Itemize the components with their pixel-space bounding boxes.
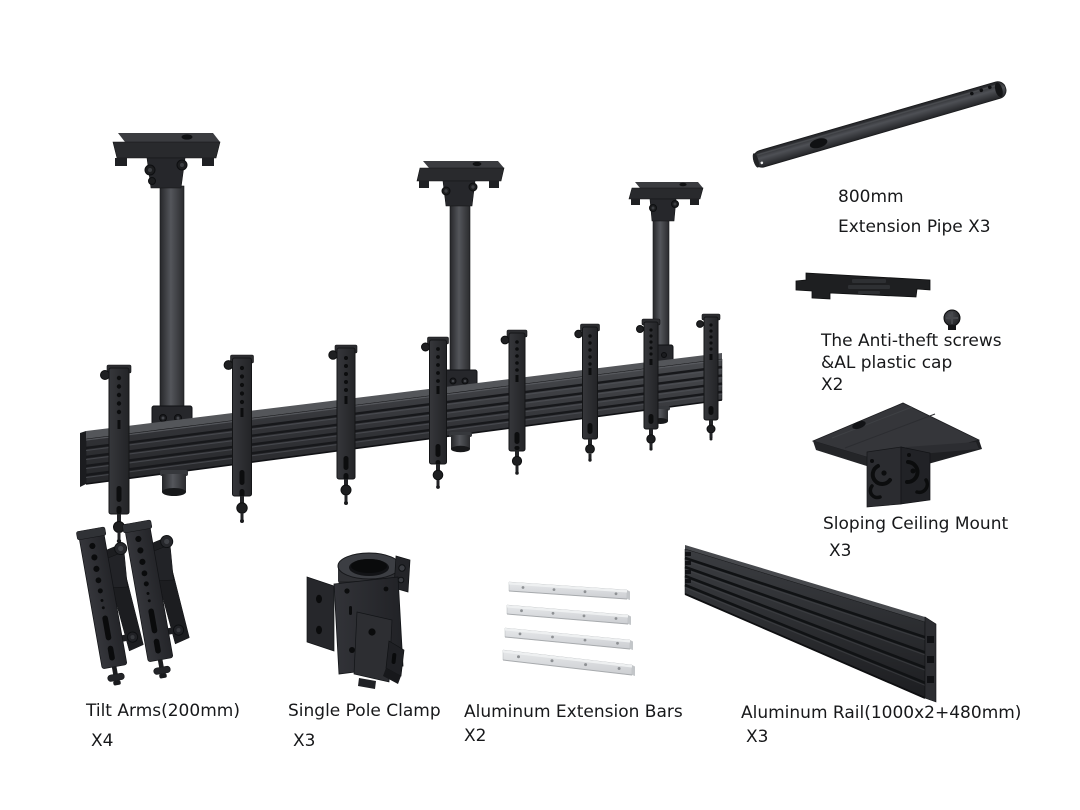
label-anti-theft-line1: The Anti-theft screws (821, 331, 1002, 351)
label-extension-bars: Aluminum Extension Bars X2 (464, 701, 683, 747)
pole-stub-2 (449, 432, 472, 453)
label-aluminum-rail-qty: X3 (746, 727, 769, 747)
label-pole-clamp-qty: X3 (293, 731, 316, 751)
label-extension-pipe-name: Extension Pipe X3 (838, 217, 991, 237)
label-sloping-mount-qty: X3 (829, 541, 852, 561)
rail-bracket-5 (500, 329, 528, 475)
rail-bracket-4 (421, 336, 449, 489)
aluminum-extension-bars-illustration (502, 581, 635, 676)
label-pole-clamp-name: Single Pole Clamp (288, 701, 441, 721)
extension-bar-4 (502, 649, 635, 676)
label-extension-pipe-size: 800mm (838, 187, 904, 207)
label-aluminum-rail-name: Aluminum Rail(1000x2+480mm) (741, 703, 1022, 723)
label-extension-bars-name: Aluminum Extension Bars (464, 702, 683, 722)
rail-bracket-8 (696, 313, 721, 441)
tilt-arms-illustration (75, 516, 197, 688)
label-anti-theft-qty: X2 (821, 375, 844, 395)
sloping-ceiling-mount-illustration (811, 402, 982, 508)
extension-bar-3 (504, 627, 633, 650)
extension-bar-2 (506, 604, 631, 625)
label-anti-theft-line2: &AL plastic cap (821, 353, 953, 373)
extension-bar-1 (508, 581, 630, 600)
rail-bracket-6 (574, 323, 600, 462)
label-sloping-mount: Sloping Ceiling Mount X3 (823, 513, 1008, 562)
rail-bracket-1 (100, 364, 132, 544)
label-sloping-mount-name: Sloping Ceiling Mount (823, 514, 1009, 534)
anti-theft-screw-icon (943, 309, 961, 330)
rail-bracket-3 (328, 344, 358, 505)
label-aluminum-rail: Aluminum Rail(1000x2+480mm) X3 (741, 702, 1021, 748)
anti-theft-cap-illustration (795, 272, 961, 330)
label-tilt-arms-qty: X4 (91, 731, 114, 751)
aluminum-rail-illustration (684, 545, 937, 703)
label-tilt-arms-name: Tilt Arms(200mm) (86, 701, 240, 721)
label-tilt-arms: Tilt Arms(200mm) X4 (86, 700, 240, 752)
rail-bracket-7 (636, 318, 661, 451)
label-pole-clamp: Single Pole Clamp X3 (288, 700, 441, 752)
ceiling-pole-1 (112, 133, 221, 431)
ceiling-pole-3 (628, 182, 704, 365)
single-pole-clamp-illustration (306, 552, 411, 689)
label-anti-theft: The Anti-theft screws &AL plastic cap X2 (821, 330, 1002, 396)
extension-pipe-illustration (752, 81, 1007, 168)
label-extension-bars-qty: X2 (464, 726, 487, 746)
label-extension-pipe: 800mm Extension Pipe X3 (838, 186, 991, 238)
pole-stub-1 (160, 470, 188, 496)
rail-bracket-2 (223, 354, 254, 523)
main-assembly-illustration (80, 133, 723, 544)
